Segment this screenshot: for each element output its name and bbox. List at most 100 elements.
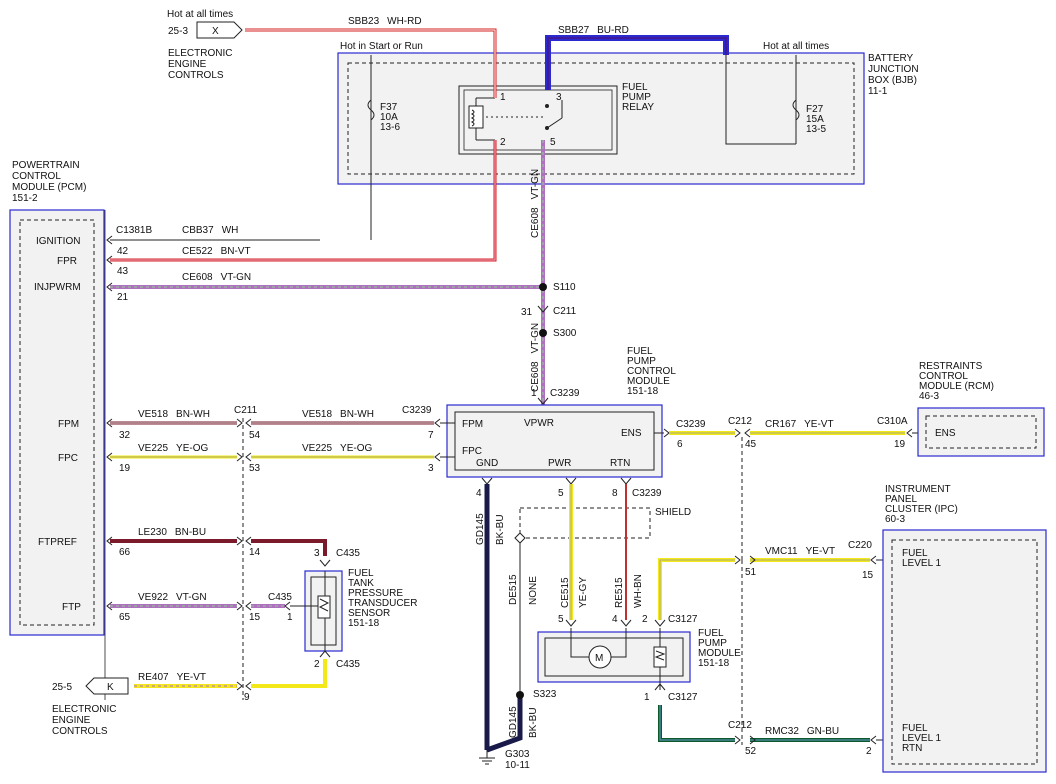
fpcm-box [446,404,663,478]
f27-label: F27 15A 13-5 [806,104,826,135]
pin21-label: 21 [117,292,129,303]
whbn-label: WH-BN [633,574,644,608]
pin19-label: 19 [119,463,131,474]
de515-label: DE515 [508,574,519,605]
pin15-label: 15 [249,612,261,623]
f37-fuse-symbol [367,99,375,121]
relay-coil-icon [468,105,484,129]
gd145-label: GD145 [475,513,486,545]
le230-wire-b [251,539,327,556]
ipc-box [882,529,1047,773]
fpcm-pin8: 8 [612,488,618,499]
relay-label: FUEL PUMP RELAY [622,82,654,113]
s323-splice [516,691,524,699]
fpcm-c3239-bottom: C3239 [632,488,662,499]
pin45-label: 45 [745,439,757,450]
c1381b-label: C1381B [116,225,152,236]
c3239-ens-label: C3239 [676,419,706,430]
ecc-top-ref: 25-3 [168,26,188,37]
ce608-vertical-label: CE608VT-GN [530,169,541,238]
pin42-label: 42 [117,246,129,257]
ecc-bottom-ref: 25-5 [52,682,72,693]
bkbu-label: BK-BU [495,514,506,545]
pin2b-label: 2 [866,746,872,757]
pcm-pin-fpm: FPM [58,419,79,430]
pin15-ipc-label: 15 [862,570,874,581]
rmc32-wire [658,705,735,742]
pin9-label: 9 [244,692,250,703]
pcm-title: POWERTRAIN CONTROL MODULE (PCM) 151-2 [12,160,89,204]
pin32-label: 32 [119,430,131,441]
ecc-bottom-connector-label: K [107,682,114,693]
rcm-pin19-label: 19 [894,439,906,450]
shield-label: SHIELD [655,507,691,518]
hot-start-run-label: Hot in Start or Run [340,41,423,52]
c435b-label: C435 [268,592,292,603]
pin1-fpcm: 1 [531,388,537,399]
hot-all-times-label-bjb: Hot at all times [763,41,829,52]
fpcm-pin5: 5 [558,488,564,499]
bkbu2-label: BK-BU [528,707,539,738]
pin66-label: 66 [119,547,131,558]
f37-label: F37 10A 13-6 [380,102,400,133]
s110-label: S110 [553,282,576,293]
pin3-label: 3 [428,463,434,474]
pin7-label: 7 [428,430,434,441]
fpcm-pin-vpwr: VPWR [524,418,554,429]
fpm-pin5: 5 [558,614,564,625]
ecc-top-connector [196,21,243,39]
c211b-label: C211 [234,405,258,416]
rcm-pin-ens: ENS [935,428,956,439]
vmc11-wire [658,558,735,620]
fpm-pin2: 2 [642,614,648,625]
c3239b-label: C3239 [402,405,432,416]
rcm-title: RESTRAINTS CONTROL MODULE (RCM) 46-3 [919,361,997,402]
pcm-pin-ftpref: FTPREF [38,537,77,548]
c3127b-pin1: 1 [644,692,650,703]
c212-label: C212 [728,416,752,427]
fpcm-pin-pwr: PWR [548,458,571,469]
relay-pin-1: 1 [500,92,506,103]
g303-ref: 10-11 [505,760,530,771]
c310a-label: C310A [877,416,908,427]
pcm-pin-fpr: FPR [57,256,77,267]
pin65-label: 65 [119,612,131,623]
ce515-label: CE515 [560,577,571,608]
relay-pin-2: 2 [500,137,506,148]
fpcm-title: FUEL PUMP CONTROL MODULE 151-18 [627,346,678,397]
s300-label: S300 [553,328,577,339]
fpcm-pin-fpm: FPM [462,419,483,430]
relay-pin-3: 3 [556,92,562,103]
fpm-c3127: C3127 [668,614,698,625]
fpcm-pin4: 4 [476,488,482,499]
fpcm-pin-gnd: GND [476,458,498,469]
fpcm-pin-ens: ENS [621,428,642,439]
ecc-top-module: ELECTRONIC ENGINE CONTROLS [168,48,235,81]
c3239-top-label: C3239 [550,388,580,399]
ipc-fuel-level-1: FUEL LEVEL 1 [902,548,942,569]
ecc-top-hot-label: Hot at all times [167,9,233,20]
shield-box [519,507,651,539]
pin53-label: 53 [249,463,261,474]
fpcm-pin-rtn: RTN [610,458,630,469]
pin54-label: 54 [249,430,261,441]
pin1b-label: 1 [287,612,293,623]
ecc-bottom-connector [85,677,129,695]
c435c-label: C435 [336,659,360,670]
ftpts-title: FUEL TANK PRESSURE TRANSDUCER SENSOR 151… [348,568,420,629]
c3127b-label: C3127 [668,692,698,703]
pin3b-label: 3 [314,548,320,559]
pcm-pin-ignition: IGNITION [36,236,80,247]
pin52-label: 52 [745,746,757,757]
